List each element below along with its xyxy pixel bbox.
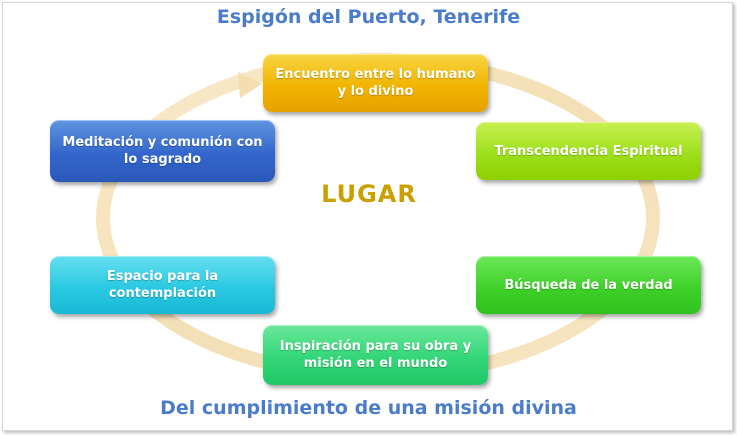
node-transcendencia: Transcendencia Espiritual	[476, 122, 701, 180]
cycle-arrow-head	[238, 72, 262, 98]
node-meditacion: Meditación y comunión con lo sagrado	[50, 120, 275, 182]
node-busqueda: Búsqueda de la verdad	[476, 256, 701, 314]
node-inspiracion: Inspiración para su obra y misión en el …	[263, 325, 488, 385]
diagram-subtitle: Del cumplimiento de una misión divina	[160, 397, 577, 419]
node-encuentro: Encuentro entre lo humano y lo divino	[263, 54, 488, 112]
center-label: LUGAR	[321, 180, 417, 208]
node-espacio: Espacio para la contemplación	[50, 256, 275, 314]
diagram-title: Espigón del Puerto, Tenerife	[216, 6, 521, 28]
